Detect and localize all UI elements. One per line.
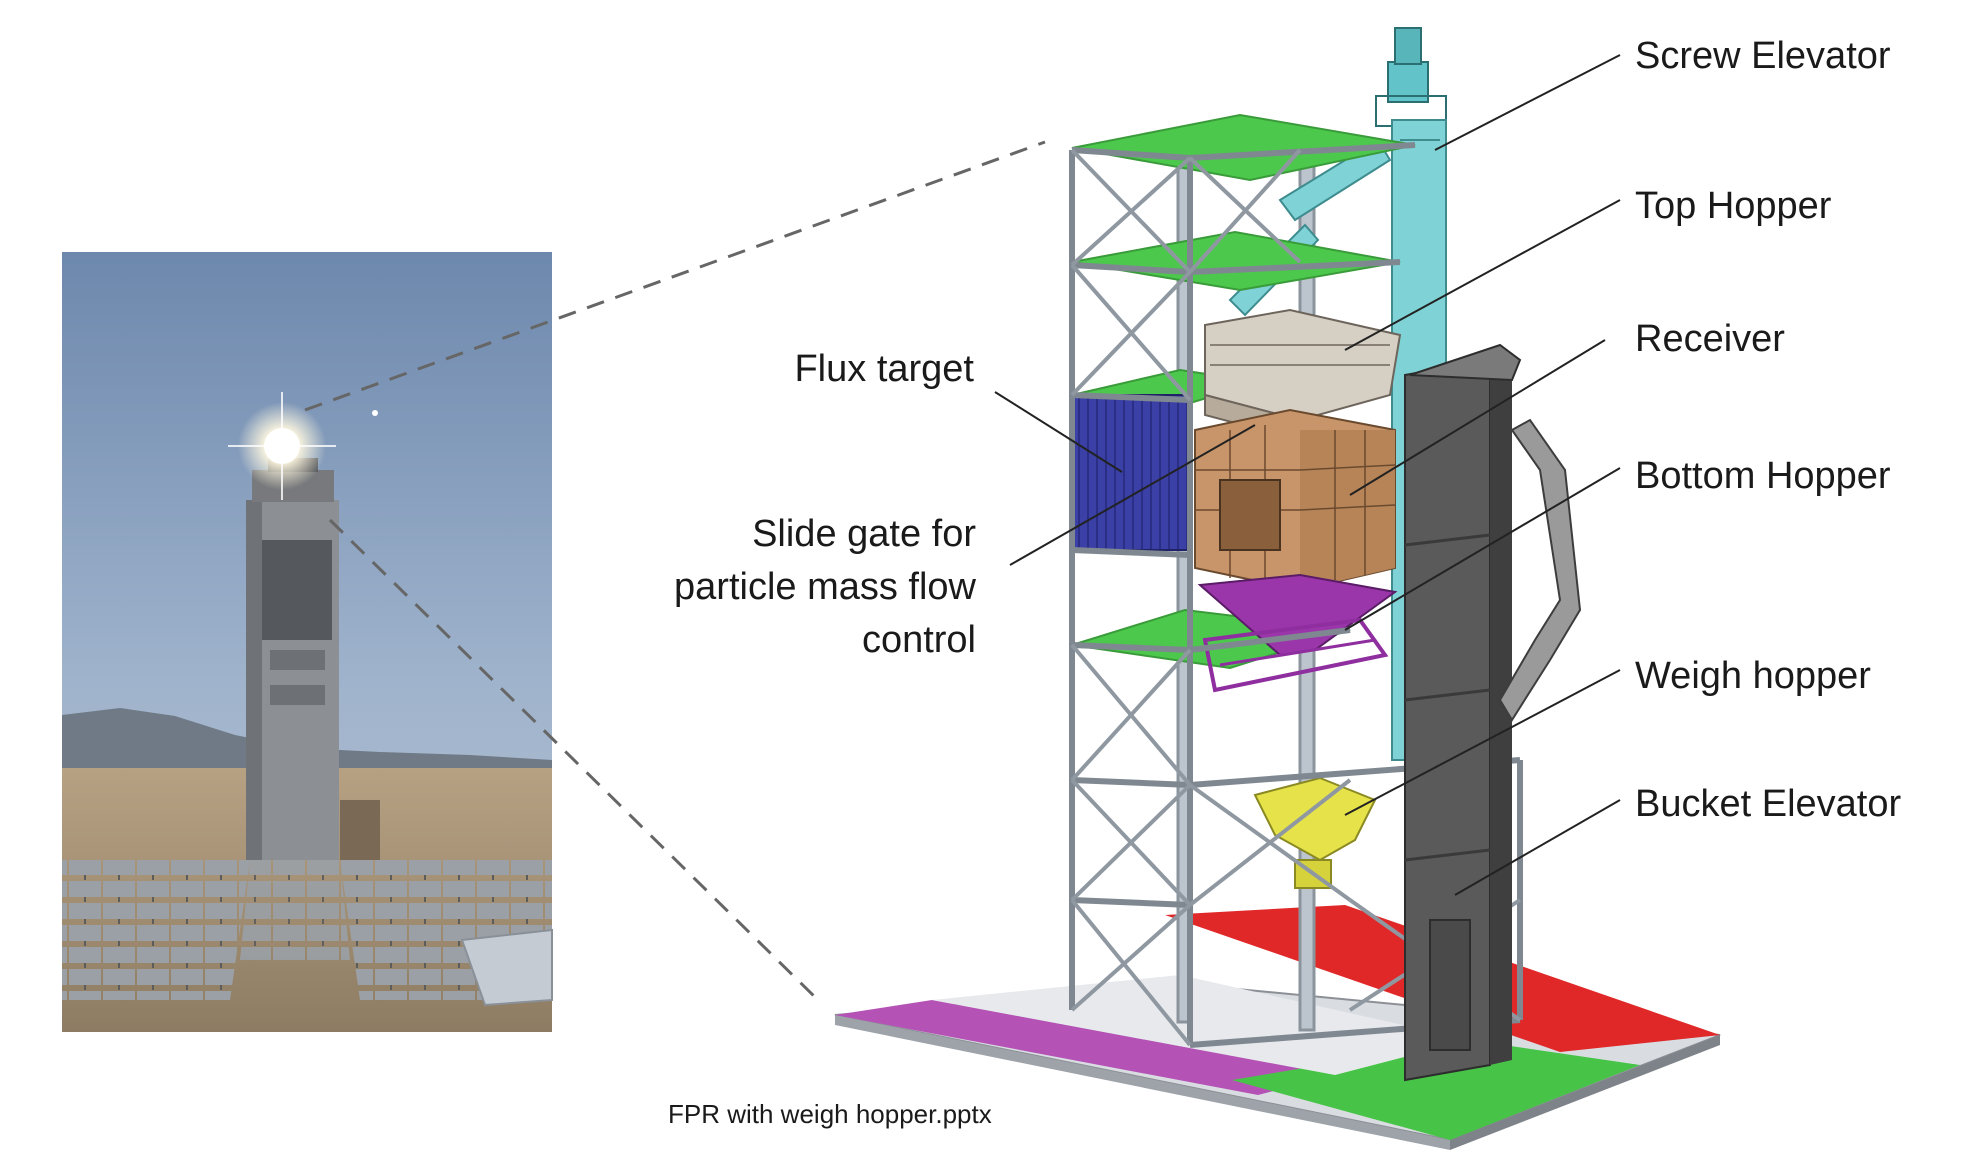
leader-top-hopper [1344, 199, 1621, 351]
label-flux-target: Flux target [794, 348, 974, 390]
leader-bottom-hopper [1344, 467, 1621, 631]
label-receiver: Receiver [1635, 318, 1785, 360]
leader-weigh-hopper [1344, 669, 1621, 816]
file-caption: FPR with weigh hopper.pptx [668, 1099, 992, 1129]
leader-bucket-elevator [1454, 799, 1621, 896]
receiver [1194, 408, 1396, 592]
label-slide-gate-line3: control [861, 619, 976, 661]
fpr-cad-model [834, 27, 1721, 1150]
tower-photo [62, 252, 553, 1032]
label-bucket-elevator: Bucket Elevator [1635, 783, 1902, 825]
leader-receiver [1349, 339, 1606, 496]
frame-bracing [1070, 148, 1522, 1047]
leader-screw-elevator [1434, 54, 1621, 151]
solar-tower [246, 458, 380, 860]
heliostat-field [62, 860, 553, 1007]
label-bottom-hopper: Bottom Hopper [1635, 455, 1891, 497]
label-slide-gate-line1: Slide gate for [752, 513, 976, 555]
label-slide-gate-line2: particle mass flow [674, 566, 976, 608]
label-weigh-hopper: Weigh hopper [1635, 655, 1871, 697]
bottom-hopper [1197, 573, 1398, 693]
magenta-floor-zone [835, 1000, 1335, 1095]
leader-slide-gate [1009, 424, 1256, 566]
label-screw-elevator: Screw Elevator [1635, 35, 1891, 77]
label-top-hopper: Top Hopper [1635, 185, 1832, 227]
bucket-elevator [1404, 343, 1582, 1082]
leader-flux-target [994, 391, 1123, 473]
zoom-lines [304, 140, 1046, 1002]
leader-lines [994, 54, 1621, 896]
weigh-hopper [1253, 776, 1377, 889]
